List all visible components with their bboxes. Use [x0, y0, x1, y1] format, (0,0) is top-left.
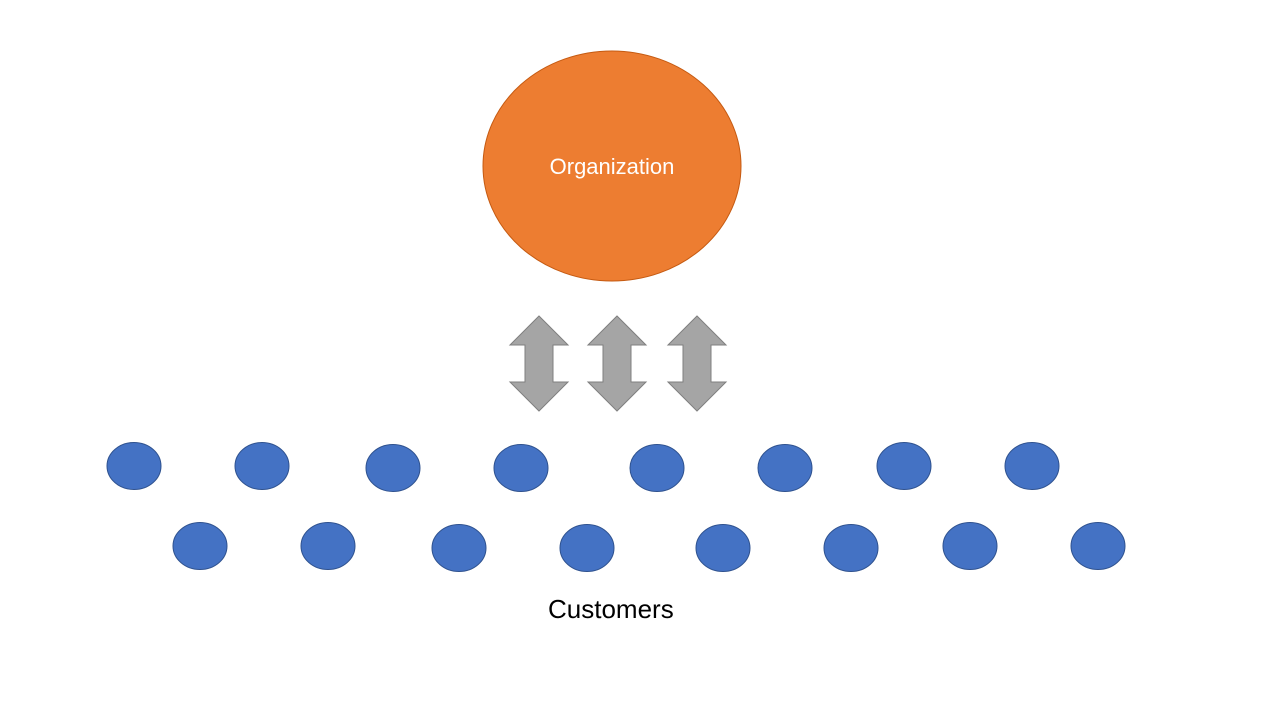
organization-node: Organization [482, 50, 742, 282]
customer-node [695, 524, 751, 572]
customer-node [431, 524, 487, 572]
customer-node [1004, 442, 1060, 490]
customer-node [365, 444, 421, 492]
customer-node [629, 444, 685, 492]
customer-node [1070, 522, 1126, 570]
up-down-arrow-icon [508, 315, 570, 412]
up-down-arrow-icon [666, 315, 728, 412]
customer-node [823, 524, 879, 572]
customer-node [757, 444, 813, 492]
organization-label: Organization [550, 154, 675, 179]
customer-node [876, 442, 932, 490]
customers-label: Customers [548, 594, 674, 624]
customer-node [493, 444, 549, 492]
customer-node [300, 522, 356, 570]
customer-node [106, 442, 162, 490]
customer-node [942, 522, 998, 570]
customers-group [106, 442, 1126, 572]
up-down-arrow-icon [586, 315, 648, 412]
customer-node [234, 442, 290, 490]
organization-ellipse [482, 50, 742, 282]
arrows-group [508, 315, 728, 412]
customer-node [172, 522, 228, 570]
customer-node [559, 524, 615, 572]
